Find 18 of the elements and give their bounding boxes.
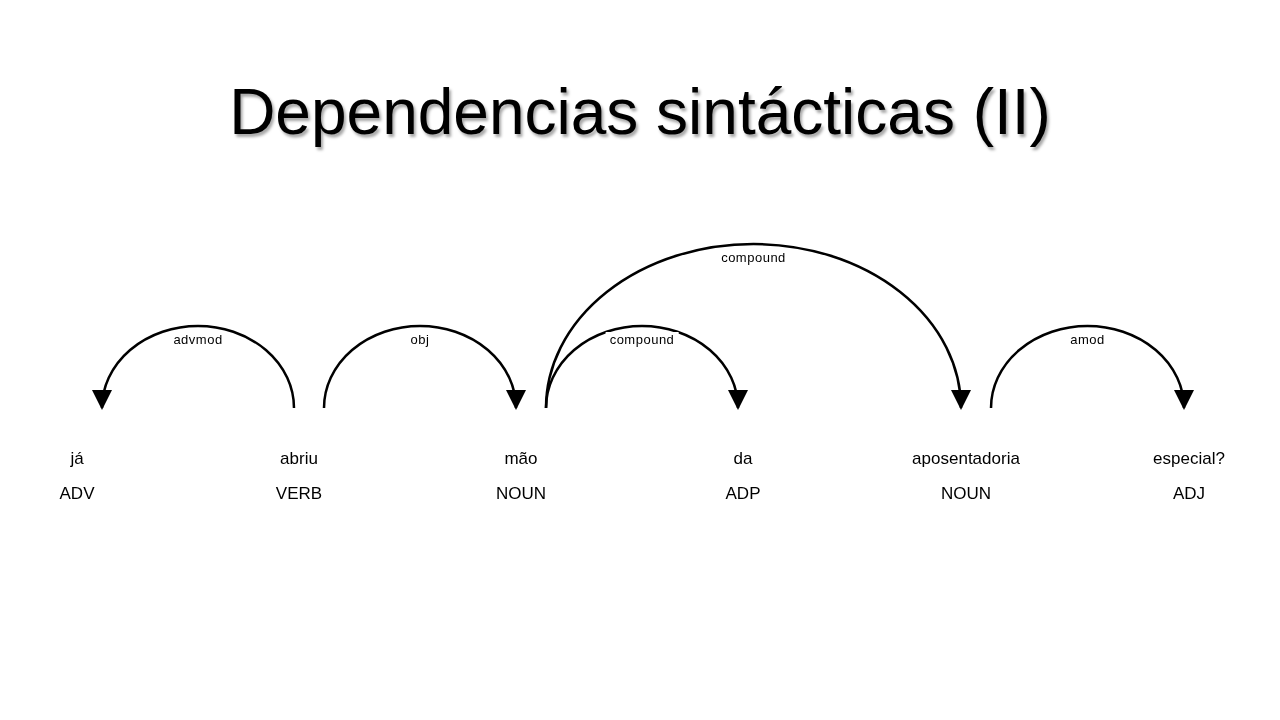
dependency-arc — [544, 243, 970, 410]
pos-tag: VERB — [275, 483, 323, 505]
dependency-arc — [989, 324, 1193, 410]
token-word: especial? — [1153, 448, 1225, 470]
token-word: já — [70, 448, 84, 470]
pos-tag: NOUN — [495, 483, 547, 505]
pos-tag: ADJ — [1172, 483, 1206, 505]
pos-tag: ADV — [59, 483, 95, 505]
dependency-arc — [322, 324, 525, 410]
edge-label: compound — [605, 332, 679, 347]
pos-tag: ADP — [725, 483, 761, 505]
pos-tag: NOUN — [940, 483, 992, 505]
token-word: abriu — [280, 448, 318, 470]
slide-title: Dependencias sintácticas (II) — [229, 75, 1051, 150]
token-word: aposentadoria — [912, 448, 1020, 470]
token-word: da — [733, 448, 753, 470]
dependency-arc — [93, 324, 296, 410]
token-word: mão — [504, 448, 538, 470]
